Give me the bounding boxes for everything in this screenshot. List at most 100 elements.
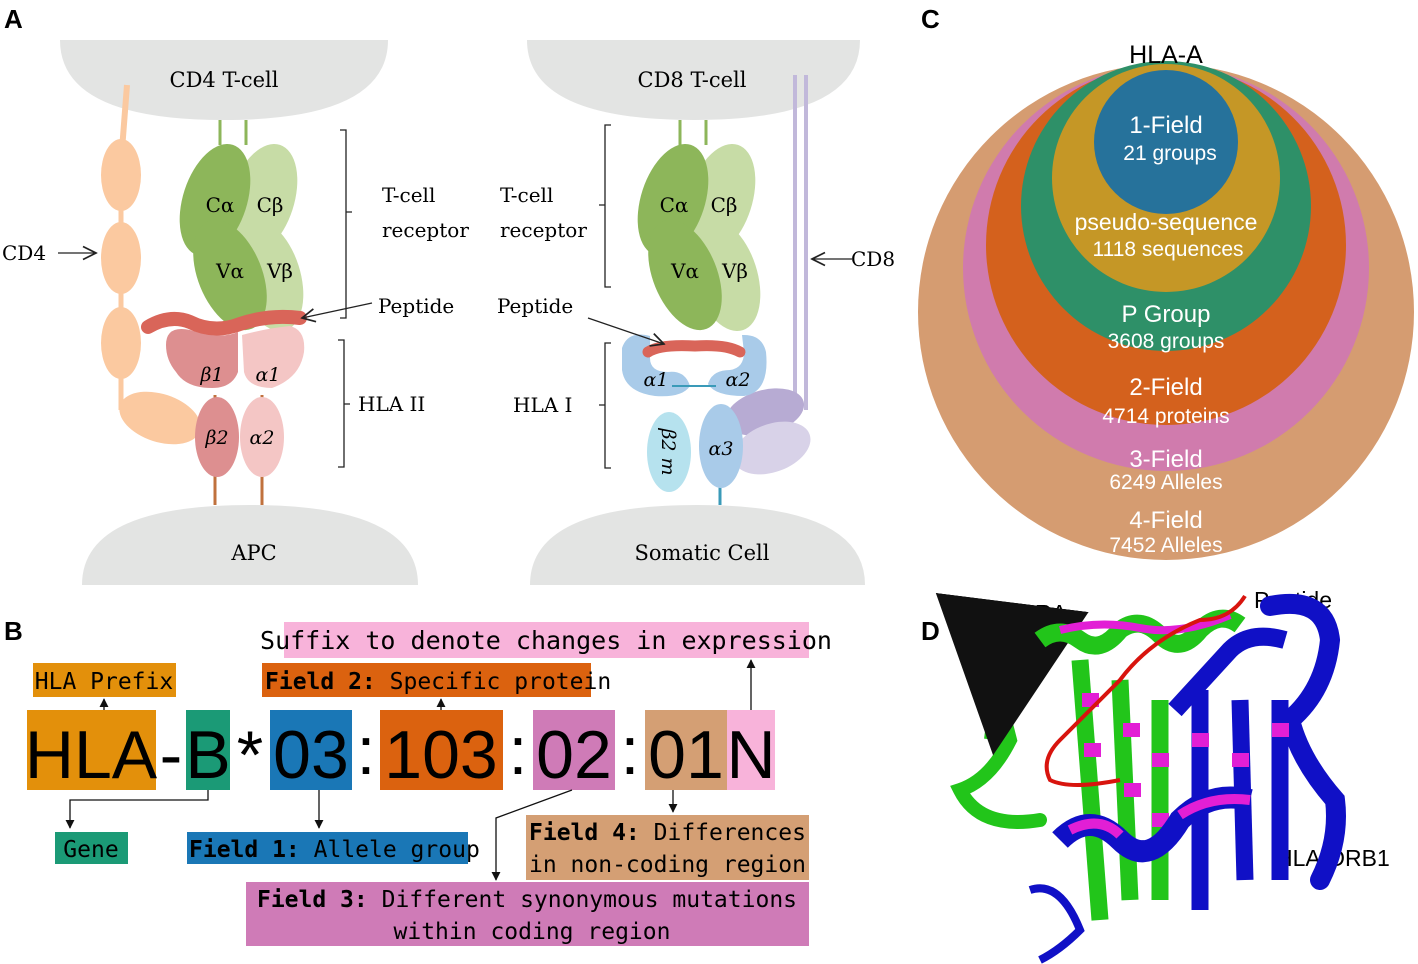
- field2-label: Field 2: Specific protein: [265, 669, 611, 695]
- field1-label: Field 1: Allele group: [189, 837, 480, 863]
- allele-part-dash: -: [160, 717, 183, 793]
- allele-box-hla: [27, 710, 156, 790]
- peptide-label-right: Peptide: [497, 294, 573, 318]
- tcr-label-right-line1: T-cell: [500, 183, 553, 207]
- peptide-arrow-right: [587, 317, 664, 344]
- level-pseudo-name: pseudo-sequence: [1075, 209, 1258, 235]
- field3-label: Field 3: Different synonymous mutations: [257, 887, 797, 913]
- field1-box: [187, 832, 468, 864]
- alpha2-label-hla2: α2: [250, 427, 275, 449]
- cd4-label: CD4: [2, 241, 46, 265]
- field2-text: Specific protein: [376, 669, 611, 695]
- level-3-field-name: 3-Field: [1129, 446, 1202, 473]
- v-alpha-label-left: Vα: [215, 259, 244, 283]
- field2-bold: Field 2:: [265, 669, 376, 695]
- tcr-label-left-line1: T-cell: [382, 183, 435, 207]
- allele-part-gene: B: [185, 717, 230, 793]
- tcr-bracket-right: [599, 124, 611, 288]
- somatic-cell-membrane: [530, 505, 865, 585]
- allele-part-field2: 103: [384, 717, 497, 793]
- protein-structure: [935, 592, 1346, 964]
- v-alpha-label-right: Vα: [670, 259, 699, 283]
- peptide-label-left: Peptide: [378, 294, 454, 318]
- allele-part-field1: 03: [273, 717, 349, 793]
- hla2-bracket: [338, 339, 350, 468]
- cd4-molecule: [101, 84, 201, 445]
- allele-part-field3: 02: [536, 717, 612, 793]
- cd8-tcell-label: CD8 T-cell: [638, 68, 747, 92]
- allele-part-colon2: :: [509, 713, 528, 789]
- c-beta-label-left: Cβ: [257, 193, 284, 217]
- circle-1-field: [1094, 70, 1238, 214]
- cd4-tcr: [179, 120, 304, 332]
- cd8-tcr: [637, 120, 761, 332]
- field2-box: [262, 663, 591, 697]
- tcr-label-right-line2: receptor: [500, 218, 587, 242]
- allele-box-suffix: [727, 710, 775, 790]
- field3-bold: Field 3:: [257, 887, 368, 913]
- panel-d: HLA-DRA Peptide HLA-DRB1: [935, 587, 1390, 964]
- allele-box-field1: [270, 710, 352, 790]
- field4-box: [526, 815, 809, 880]
- peptide-arrow-left: [302, 302, 373, 318]
- allele-part-hla: HLA: [25, 717, 158, 793]
- gene-label: Gene: [63, 837, 118, 863]
- level-4-field-name: 4-Field: [1129, 507, 1202, 534]
- level-3-field-count: 6249 Alleles: [1109, 471, 1222, 494]
- beta1-label: β1: [199, 364, 223, 386]
- allele-part-star: *: [237, 717, 263, 793]
- hla2-label: HLA II: [358, 392, 425, 416]
- field4-line2: in non-coding region: [529, 852, 806, 878]
- hla1-label: HLA I: [513, 393, 572, 417]
- field3-line2: within coding region: [394, 919, 671, 945]
- level-2-field-count: 4714 proteins: [1102, 405, 1229, 428]
- panel-a: CD4 T-cell CD8 T-cell APC Somatic Cell C…: [2, 40, 895, 585]
- apc-label: APC: [230, 541, 276, 565]
- arrow-field3: [491, 789, 573, 881]
- hla-dra-label: HLA-DRA: [966, 600, 1068, 626]
- suffix-box: [284, 622, 809, 658]
- hla-prefix-box: [33, 663, 176, 697]
- c-alpha-label-left: Cα: [206, 193, 235, 217]
- hla-class-ii: [141, 309, 307, 505]
- beta2-label: β2: [204, 427, 228, 449]
- cd4-tcell-membrane: [60, 40, 388, 120]
- apc-membrane: [82, 505, 418, 585]
- hla1-bracket: [599, 342, 611, 469]
- field4-label: Field 4: Differences: [529, 820, 806, 846]
- c-alpha-label-right: Cα: [660, 193, 689, 217]
- allele-part-colon1: :: [357, 713, 376, 789]
- cd8-label: CD8: [851, 247, 895, 271]
- level-2-field-name: 2-Field: [1129, 374, 1202, 401]
- allele-box-field2: [380, 710, 503, 790]
- v-beta-label-left: Vβ: [266, 259, 293, 283]
- allele-part-suffix: N: [726, 717, 775, 793]
- panel-b: Suffix to denote changes in expression H…: [25, 622, 832, 946]
- level-p-group-count: 3608 groups: [1108, 330, 1225, 353]
- alpha1-label-hla2: α1: [256, 364, 281, 386]
- hla-class-i: [622, 334, 767, 505]
- allele-box-field4: [645, 710, 727, 790]
- panel-letter-b: B: [4, 616, 23, 646]
- tcr-bracket-left: [340, 129, 352, 319]
- level-4-field-count: 7452 Alleles: [1109, 534, 1222, 557]
- panel-c: HLA-A 1-Field 21 groups pseudo-sequence …: [918, 41, 1414, 560]
- field1-bold: Field 1:: [189, 837, 300, 863]
- b2m-label: β2 m: [657, 427, 679, 475]
- cd4-tcell-label: CD4 T-cell: [170, 68, 279, 92]
- panel-letter-a: A: [4, 4, 23, 34]
- allele-box-gene: [186, 710, 230, 790]
- somatic-cell-label: Somatic Cell: [635, 541, 770, 565]
- alpha1-label-hla1: α1: [644, 369, 669, 391]
- allele-box-field3: [533, 710, 615, 790]
- hla-prefix-label: HLA Prefix: [35, 669, 173, 695]
- level-p-group-name: P Group: [1122, 301, 1211, 328]
- alpha2-label-hla1: α2: [726, 369, 751, 391]
- hla-a-title: HLA-A: [1129, 41, 1203, 69]
- c-beta-label-right: Cβ: [711, 193, 738, 217]
- allele-part-colon3: :: [621, 713, 640, 789]
- arrow-gene: [65, 790, 209, 829]
- alpha3-label: α3: [709, 438, 734, 460]
- level-1-field-count: 21 groups: [1123, 142, 1216, 165]
